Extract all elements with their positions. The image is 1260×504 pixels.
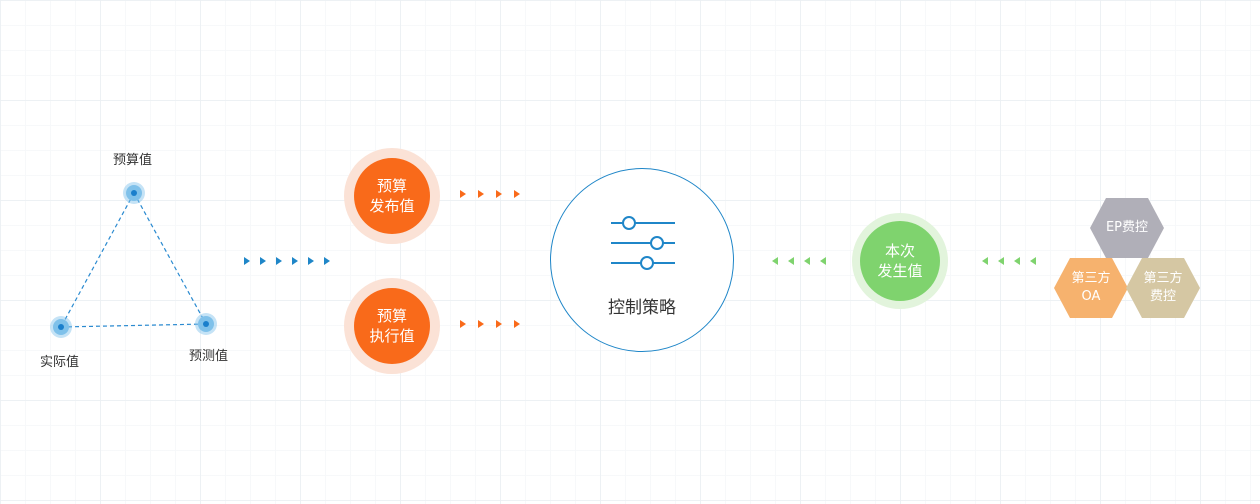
blue-arrows [244, 257, 330, 265]
third-oa-hexagon [1054, 258, 1128, 318]
ep-hexagon [1090, 198, 1164, 258]
budget-execution-core: 预算 执行值 [354, 288, 430, 364]
third-oa-hexagon-label: 第三方 OA [1054, 258, 1128, 318]
third-oa-line2: OA [1081, 289, 1101, 304]
third-fee-line1: 第三方 [1143, 271, 1183, 286]
triangle-lines [60, 192, 207, 328]
orange-arrows-top [460, 190, 520, 198]
budget-release-node: 预算 发布值 [344, 148, 440, 244]
budget-release-line1: 预算 [376, 177, 407, 195]
forecast-value-node [198, 316, 214, 332]
forecast-value-label: 预测值 [189, 349, 229, 364]
budget-execution-node: 预算 执行值 [344, 278, 440, 374]
ep-hexagon-label: EP费控 [1090, 198, 1164, 258]
third-fee-hexagon-label: 第三方 费控 [1126, 258, 1200, 318]
budget-execution-line2: 执行值 [369, 327, 415, 345]
third-fee-line2: 费控 [1149, 289, 1176, 304]
green-arrows-right [982, 257, 1036, 265]
budget-execution-line1: 预算 [376, 307, 407, 325]
actual-value-label: 实际值 [40, 355, 80, 370]
current-occurrence-line1: 本次 [884, 242, 915, 260]
third-oa-line1: 第三方 [1071, 271, 1111, 286]
orange-arrows-bottom [460, 320, 520, 328]
control-strategy-node: 控制策略 [550, 168, 734, 352]
actual-value-node [53, 319, 69, 335]
budget-release-line2: 发布值 [369, 197, 415, 215]
third-fee-hexagon [1126, 258, 1200, 318]
ep-label: EP费控 [1105, 220, 1149, 235]
budget-value-label: 预算值 [113, 153, 153, 168]
current-occurrence-core: 本次 发生值 [860, 221, 940, 301]
budget-release-core: 预算 发布值 [354, 158, 430, 234]
current-occurrence-node: 本次 发生值 [852, 213, 948, 309]
green-arrows-left [772, 257, 826, 265]
control-strategy-label: 控制策略 [608, 298, 676, 318]
current-occurrence-line2: 发生值 [877, 262, 923, 280]
budget-value-node [126, 185, 142, 201]
hexagon-cluster [1054, 198, 1200, 318]
sliders-icon [611, 216, 675, 270]
